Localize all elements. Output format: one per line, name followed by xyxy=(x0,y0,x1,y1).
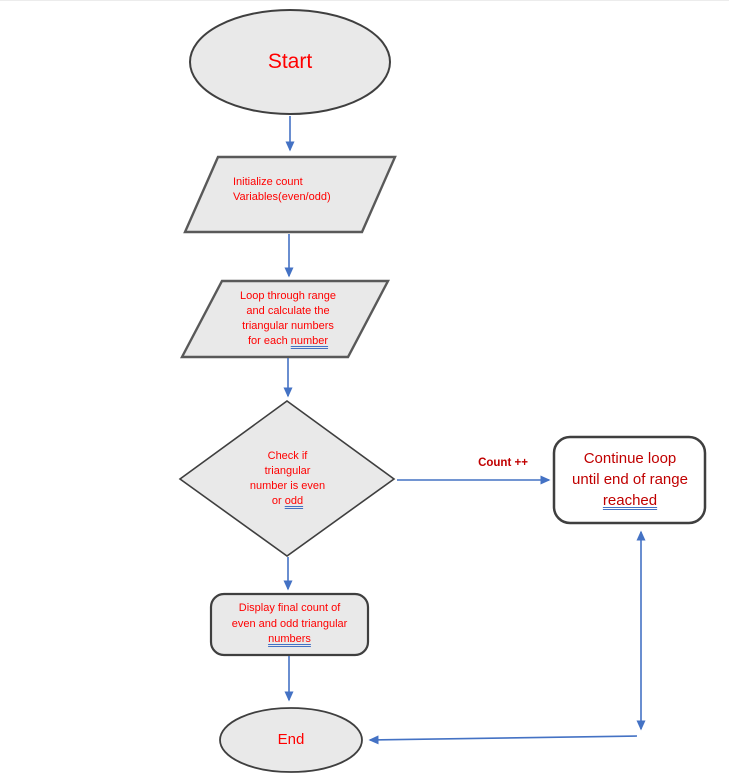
start-label: Start xyxy=(267,50,313,73)
start-terminator-shape xyxy=(189,9,391,115)
grammar-underlined-word: reached xyxy=(602,492,658,509)
display-label: Display final count of even and odd tria… xyxy=(231,602,348,645)
initialize-io-parallelogram xyxy=(183,155,397,234)
count-increment-edge-label: Count ++ xyxy=(478,457,528,469)
initialize-label: Initialize count Variables(even/odd) xyxy=(233,176,331,203)
decision-label: Check if triangular number is even or od… xyxy=(249,450,326,507)
arrow-loopback-to-end xyxy=(368,735,638,745)
decision-diamond xyxy=(178,400,396,557)
grammar-underlined-word: odd xyxy=(284,495,304,507)
continue-label: Continue loop until end of range reached xyxy=(572,450,688,509)
continue-rounded-rect xyxy=(552,435,707,525)
loop-label: Loop through range and calculate the tri… xyxy=(239,290,337,347)
loop-io-parallelogram xyxy=(180,279,390,359)
grammar-underlined-word: numbers xyxy=(268,633,311,645)
grammar-underlined-word: number xyxy=(290,335,329,347)
end-terminator-shape xyxy=(219,707,363,773)
display-rounded-rect xyxy=(209,592,370,657)
window-top-border xyxy=(0,0,729,1)
end-label: End xyxy=(277,730,305,748)
